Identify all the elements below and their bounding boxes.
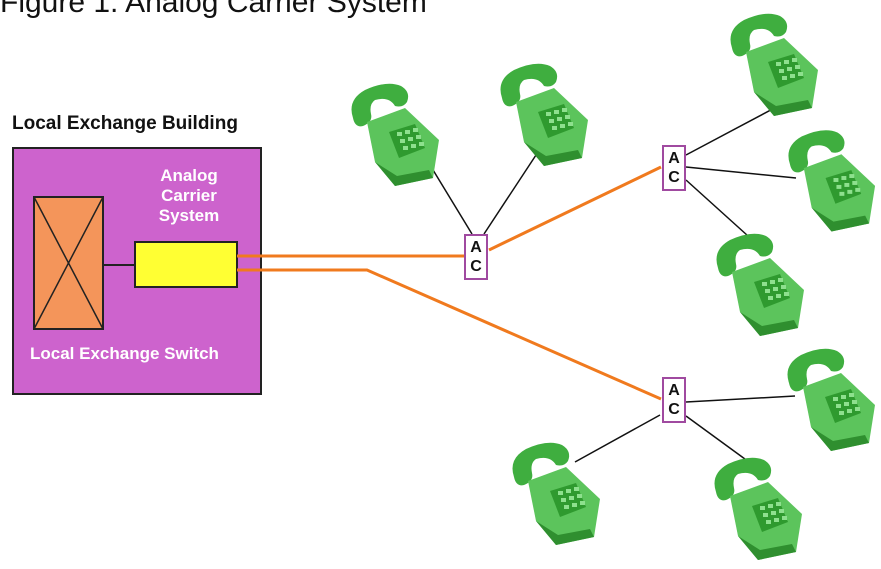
building-label: Local Exchange Building — [12, 113, 238, 134]
telephone-icon — [714, 457, 802, 560]
telephone-icon — [788, 130, 876, 232]
ac-letter-a: A — [668, 382, 680, 399]
telephone-icon — [716, 233, 804, 336]
analog-carrier-system-box — [134, 241, 238, 288]
trunk-line-lower — [237, 268, 662, 401]
ac-box-center: A C — [464, 234, 488, 280]
telephone-icon — [351, 83, 439, 186]
ac-letter-c: C — [470, 258, 482, 275]
carrier-label: Analog Carrier System — [158, 166, 220, 225]
figure-title: Figure 1. Analog Carrier System — [0, 0, 427, 19]
switch-label: Local Exchange Switch — [30, 344, 219, 363]
trunk-line-branch — [488, 165, 662, 252]
ac-letter-a: A — [470, 239, 482, 256]
ac-letter-c: C — [668, 401, 680, 418]
ac-letter-a: A — [668, 150, 680, 167]
telephone-icon — [500, 63, 588, 166]
ac-letter-c: C — [668, 169, 680, 186]
telephone-icon — [787, 348, 875, 451]
ac-box-upper-right: A C — [662, 145, 686, 191]
telephone-icon — [730, 13, 818, 116]
local-exchange-switch — [33, 196, 104, 330]
telephone-icon — [512, 442, 600, 545]
ac-box-lower-right: A C — [662, 377, 686, 423]
